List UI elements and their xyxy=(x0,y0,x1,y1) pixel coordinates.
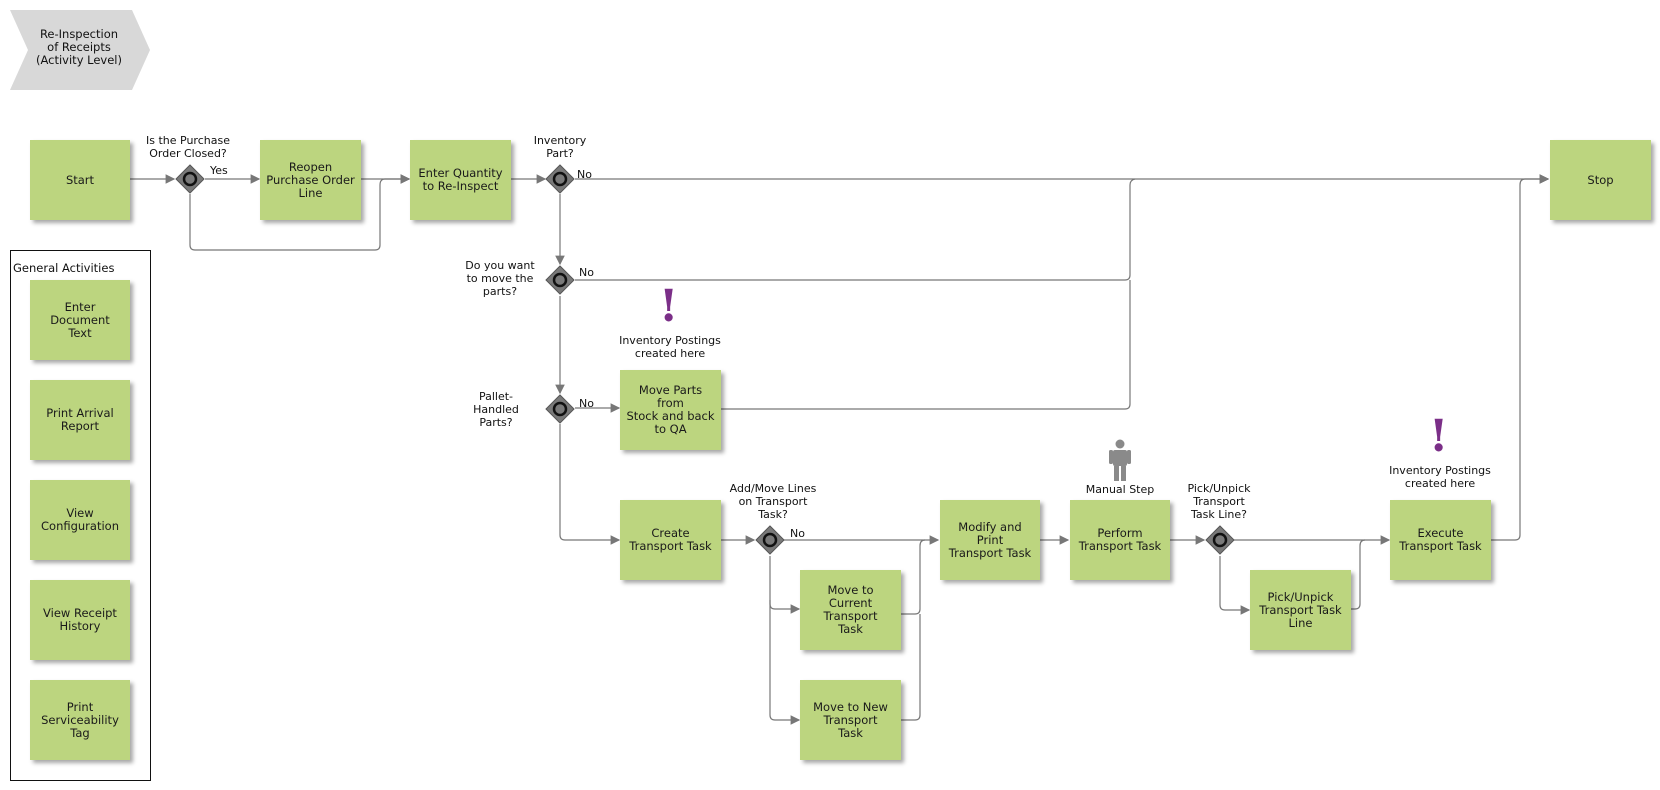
flow-gw5-to-movenew xyxy=(769,600,801,725)
flow-movenew-merge xyxy=(901,614,921,721)
activity-execute-transport-task[interactable]: Execute Transport Task xyxy=(1390,500,1491,580)
annotation-manual-step: Manual Step xyxy=(1085,483,1155,496)
activity-create-transport-task[interactable]: Create Transport Task xyxy=(620,500,721,580)
gateway-pallet-handled[interactable] xyxy=(545,394,575,424)
activity-move-parts[interactable]: Move Parts from Stock and back to QA xyxy=(620,370,721,450)
flow-label-no-pallet: No xyxy=(579,397,594,410)
gateway-move-parts[interactable] xyxy=(545,265,575,295)
flow-gw5-to-movecurrent xyxy=(769,556,801,614)
general-activities-group xyxy=(10,250,151,781)
activity-print-arrival-report[interactable]: Print Arrival Report xyxy=(30,380,130,460)
annotation-inventory-postings-2: Inventory Postings created here xyxy=(1389,464,1491,490)
gateway-label-move-parts: Do you want to move the parts? xyxy=(465,259,535,298)
activity-pick-unpick[interactable]: Pick/Unpick Transport Task Line xyxy=(1250,570,1351,650)
flow-label-no-move: No xyxy=(579,266,594,279)
activity-reopen-po-line[interactable]: Reopen Purchase Order Line xyxy=(260,140,361,220)
activity-move-to-new[interactable]: Move to New Transport Task xyxy=(800,680,901,760)
activity-enter-document-text[interactable]: Enter Document Text xyxy=(30,280,130,360)
annotation-inventory-postings-1: Inventory Postings created here xyxy=(619,334,721,360)
gateway-label-pallet: Pallet- Handled Parts? xyxy=(473,390,519,429)
general-activities-title: General Activities xyxy=(13,261,115,275)
flow-execute-to-stop xyxy=(1491,174,1550,541)
flow-gw4-to-creatett xyxy=(559,424,621,545)
gateway-add-move-lines[interactable] xyxy=(755,525,785,555)
gateway-inventory-part[interactable] xyxy=(545,164,575,194)
flow-label-yes: Yes xyxy=(210,164,228,177)
flow-gw1-no-bypass xyxy=(189,174,411,251)
activity-print-serviceability-tag[interactable]: Print Serviceability Tag xyxy=(30,680,130,760)
activity-modify-print[interactable]: Modify and Print Transport Task xyxy=(940,500,1040,580)
gateway-pick-unpick[interactable] xyxy=(1205,525,1235,555)
gateway-po-closed[interactable] xyxy=(175,164,205,194)
gateway-label-po-closed: Is the Purchase Order Closed? xyxy=(146,134,230,160)
flow-pickunpick-merge xyxy=(1351,539,1366,610)
activity-view-receipt-history[interactable]: View Receipt History xyxy=(30,580,130,660)
flow-label-no-inventory: No xyxy=(577,168,592,181)
flow-moveparts-merge xyxy=(721,280,1131,410)
activity-move-to-current[interactable]: Move to Current Transport Task xyxy=(800,570,901,650)
process-title-chevron xyxy=(10,10,150,90)
activity-perform-transport-task[interactable]: Perform Transport Task xyxy=(1070,500,1170,580)
process-title: Re-Inspection of Receipts (Activity Leve… xyxy=(36,27,122,67)
gateway-label-pick-unpick: Pick/Unpick Transport Task Line? xyxy=(1187,482,1251,521)
exclamation-icon: ! xyxy=(659,281,679,332)
activity-start[interactable]: Start xyxy=(30,140,130,220)
flow-gw6-to-pickunpick xyxy=(1219,556,1251,615)
flow-label-no-add-move: No xyxy=(790,527,805,540)
gateway-label-inventory-part: Inventory Part? xyxy=(533,134,587,160)
person-icon xyxy=(1109,439,1131,481)
activity-view-configuration[interactable]: View Configuration xyxy=(30,480,130,560)
exclamation-icon: ! xyxy=(1429,411,1449,462)
flow-gw3-no-merge xyxy=(575,178,1136,281)
flow-movecurrent-merge xyxy=(901,539,926,615)
activity-stop[interactable]: Stop xyxy=(1550,140,1651,220)
gateway-label-add-move: Add/Move Lines on Transport Task? xyxy=(729,482,817,521)
activity-enter-quantity[interactable]: Enter Quantity to Re-Inspect xyxy=(410,140,511,220)
